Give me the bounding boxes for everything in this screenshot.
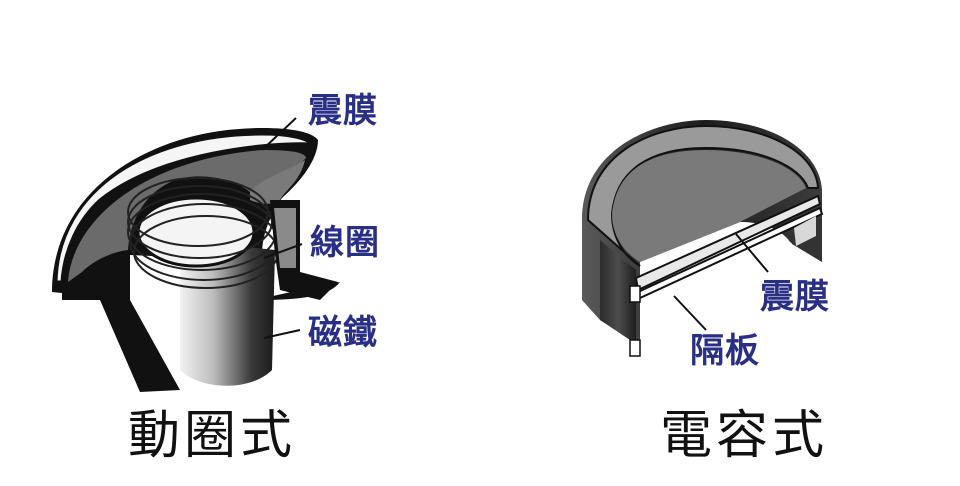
label-coil: 線圈 — [310, 223, 380, 263]
caption-condenser: 電容式 — [660, 406, 829, 466]
diaphragm — [68, 150, 306, 282]
left-leader-lines — [261, 117, 303, 339]
condenser-mic-illustration — [582, 120, 824, 357]
label-diaphragm-condenser: 震膜 — [760, 277, 830, 317]
diaphragm-rim — [54, 132, 316, 284]
magnet — [180, 240, 275, 386]
label-backplate: 隔板 — [690, 331, 760, 371]
diaphragm-surface — [612, 150, 806, 262]
caption-dynamic: 動圈式 — [128, 406, 297, 466]
label-magnet: 磁鐵 — [308, 313, 378, 353]
right-leader-lines — [673, 233, 769, 331]
label-diaphragm-dynamic: 震膜 — [308, 91, 378, 131]
dynamic-mic-illustration — [52, 128, 340, 392]
